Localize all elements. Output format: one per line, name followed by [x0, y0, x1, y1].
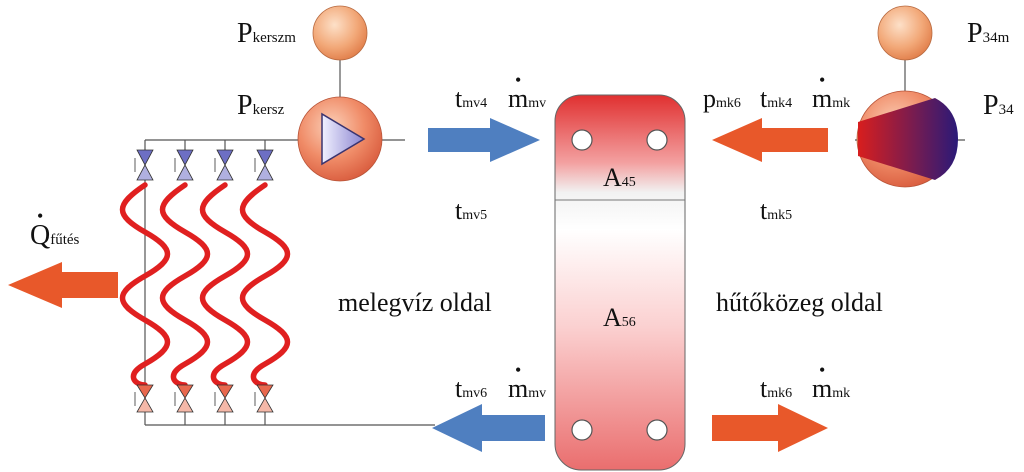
valve-bottom-2	[174, 384, 194, 413]
valve-top-4	[254, 149, 274, 181]
label-a56: A56	[603, 303, 636, 332]
valve-bottom-4	[254, 384, 274, 413]
gauge-34m	[877, 5, 933, 61]
valves-bottom	[134, 384, 274, 413]
label-p-mk6: pmk6	[703, 84, 741, 113]
arrow-mv-out	[432, 404, 545, 452]
valve-top-1	[134, 149, 154, 181]
circulation-pump-icon	[297, 96, 383, 182]
valves-top	[134, 149, 274, 181]
arrow-mk-out	[712, 404, 828, 452]
valve-bottom-3	[214, 384, 234, 413]
label-m-mk-top: mmk	[812, 86, 850, 112]
valve-bottom-1	[134, 384, 154, 413]
label-q-futes: Qfűtés	[30, 222, 79, 250]
label-melegviz-oldal: melegvíz oldal	[338, 288, 492, 317]
label-t-mv5: tmv5	[455, 196, 488, 225]
label-p-34m: P34m	[967, 18, 1010, 49]
heating-coils	[120, 182, 290, 388]
gauge-kerszm	[312, 5, 368, 61]
label-p-kersz: Pkersz	[237, 90, 285, 121]
arrow-heating-out	[8, 262, 118, 308]
valve-top-3	[214, 149, 234, 181]
label-m-mk-bottom: mmk	[812, 376, 850, 402]
label-hutokozeg-oldal: hűtőközeg oldal	[716, 288, 883, 317]
label-p-kerszm: Pkerszm	[237, 18, 296, 49]
label-t-mk4: tmk4	[760, 84, 793, 113]
label-t-mk5: tmk5	[760, 196, 793, 225]
arrow-mv-in	[428, 118, 540, 162]
label-p-34: P34	[983, 90, 1014, 121]
label-t-mk6: tmk6	[760, 374, 793, 403]
label-a45: A45	[603, 163, 636, 192]
arrow-mk-in	[712, 118, 828, 162]
label-t-mv6: tmv6	[455, 374, 488, 403]
label-t-mv4: tmv4	[455, 84, 488, 113]
label-m-mv-bottom: mmv	[508, 376, 546, 402]
valve-top-2	[174, 149, 194, 181]
plate-heat-exchanger	[554, 94, 686, 471]
compressor-icon	[856, 90, 958, 188]
label-m-mv-top: mmv	[508, 86, 546, 112]
